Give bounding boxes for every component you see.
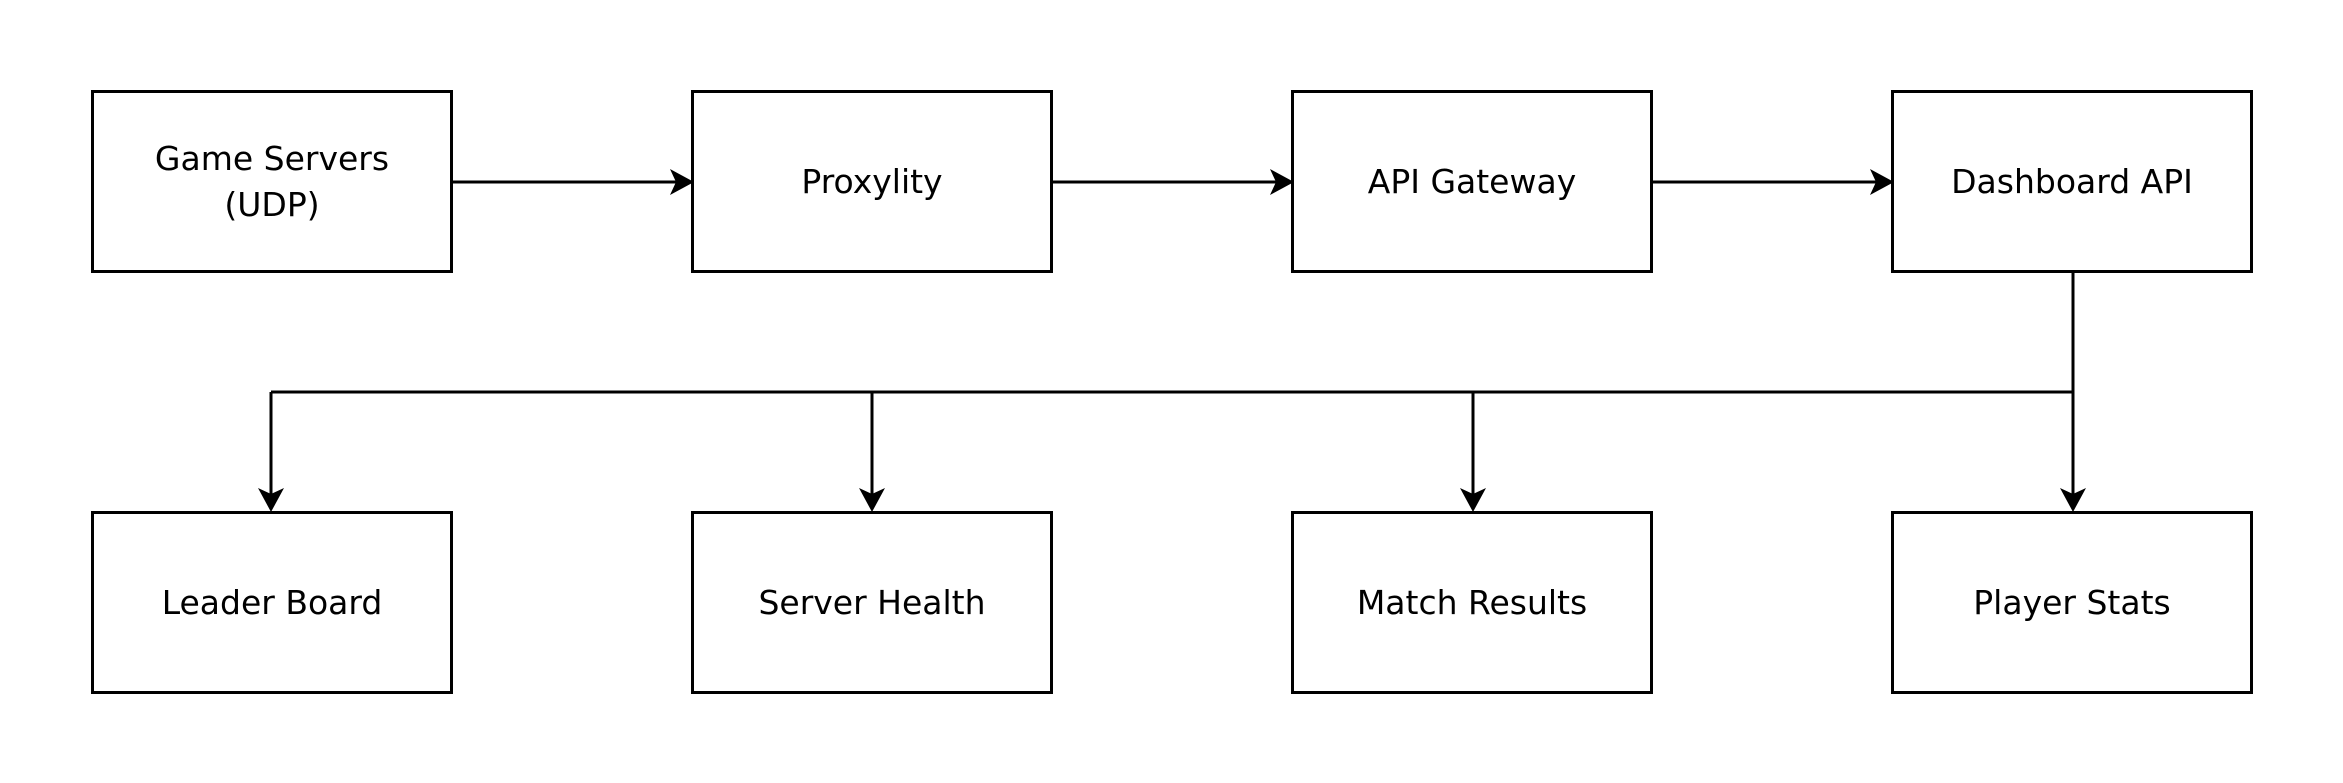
node-proxylity-label: Proxylity xyxy=(801,161,943,201)
node-api-gateway: API Gateway xyxy=(1291,90,1653,273)
node-player-stats: Player Stats xyxy=(1891,511,2253,694)
connector-dashboard-api-bus xyxy=(271,272,2075,394)
node-api-gateway-label: API Gateway xyxy=(1367,161,1577,201)
arrow-proxylity-to-api-gateway xyxy=(1052,169,1294,195)
node-dashboard-api-label: Dashboard API xyxy=(1951,161,2193,201)
node-match-results: Match Results xyxy=(1291,511,1653,694)
arrow-to-player-stats xyxy=(2060,392,2086,512)
node-server-health: Server Health xyxy=(691,511,1053,694)
arrow-to-match-results xyxy=(1460,392,1486,512)
node-game-servers-line1: Game Servers xyxy=(154,138,390,178)
arrow-to-leader-board xyxy=(258,392,284,512)
arrow-game-servers-to-proxylity xyxy=(452,169,694,195)
node-game-servers: Game Servers (UDP) xyxy=(91,90,453,273)
node-leader-board: Leader Board xyxy=(91,511,453,694)
node-server-health-label: Server Health xyxy=(758,582,986,622)
node-proxylity: Proxylity xyxy=(691,90,1053,273)
arrow-to-server-health xyxy=(859,392,885,512)
node-dashboard-api: Dashboard API xyxy=(1891,90,2253,273)
node-player-stats-label: Player Stats xyxy=(1973,582,2171,622)
node-leader-board-label: Leader Board xyxy=(161,582,383,622)
node-match-results-label: Match Results xyxy=(1356,582,1588,622)
node-game-servers-line2: (UDP) xyxy=(224,184,320,224)
arrow-api-gateway-to-dashboard-api xyxy=(1652,169,1894,195)
